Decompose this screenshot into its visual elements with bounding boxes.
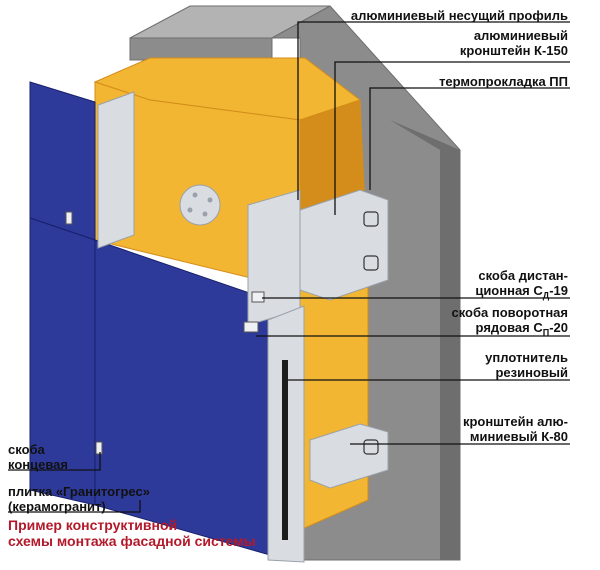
label-tile: плитка «Гранитогрес» (керамогранит) xyxy=(8,484,150,514)
label-bracket-k150: алюминиевый кронштейн К-150 xyxy=(460,28,568,58)
label-bracket-k150-line2: кронштейн К-150 xyxy=(459,43,568,58)
caption-line1: Пример конструктивной xyxy=(8,517,178,533)
label-thermo-pad-text: термопрокладка ПП xyxy=(439,74,568,89)
label-bracket-k80-line1: кронштейн алю- xyxy=(462,414,568,429)
bracket-k150-bolt-bottom xyxy=(363,255,379,271)
leader-bearing-profile xyxy=(297,21,570,200)
label-bracket-k80-line2: миниевый К-80 xyxy=(469,429,568,444)
leader-bracket-k150 xyxy=(334,61,570,215)
insulation-lower-right xyxy=(299,274,369,531)
label-clip-sd19-tail: -19 xyxy=(549,283,568,298)
label-bracket-k80: кронштейн алю- миниевый К-80 xyxy=(463,414,568,444)
label-end-clip: скоба концевая xyxy=(8,442,68,472)
label-clip-sp20-line2: рядовая С xyxy=(475,320,543,335)
label-rubber-seal: уплотнитель резиновый xyxy=(485,350,568,380)
label-bearing-profile-text: алюминиевый несущий профиль xyxy=(350,8,568,23)
clip-end-1 xyxy=(95,441,103,455)
leader-lines xyxy=(8,21,570,513)
label-end-clip-line2: концевая xyxy=(8,457,68,472)
bracket-k80-bolt xyxy=(363,439,379,455)
leader-end-clip xyxy=(8,452,101,471)
label-clip-sp20-line1: скоба поворотная xyxy=(451,305,568,320)
label-clip-sp20-tail: -20 xyxy=(549,320,568,335)
dowel-disc xyxy=(179,184,221,226)
diagram-caption: Пример конструктивной схемы монтажа фаса… xyxy=(8,517,256,549)
caption-line2: схемы монтажа фасадной системы xyxy=(8,533,256,549)
clip-rotary-sp20 xyxy=(243,321,259,333)
label-clip-sd19-line2: ционная С xyxy=(475,283,543,298)
dowel-hole-4 xyxy=(187,207,193,213)
label-bracket-k150-line1: алюминиевый xyxy=(473,28,568,43)
label-clip-sp20: скоба поворотная рядовая СП-20 xyxy=(451,305,568,341)
dowel-hole-3 xyxy=(202,211,208,217)
wall-front-face xyxy=(129,37,273,61)
rubber-seal-strip xyxy=(282,360,288,540)
dowel-hole-2 xyxy=(207,197,213,203)
clip-end-2 xyxy=(65,211,73,225)
profile-center xyxy=(247,189,301,326)
label-clip-sd19: скоба дистан- ционная СД-19 xyxy=(475,268,568,304)
label-end-clip-line1: скоба xyxy=(8,442,45,457)
dowel-hole-1 xyxy=(192,192,198,198)
label-thermo-pad: термопрокладка ПП xyxy=(439,74,568,89)
label-clip-sd19-sub: Д xyxy=(542,290,550,301)
label-rubber-seal-line1: уплотнитель xyxy=(485,350,568,365)
label-tile-line1: плитка «Гранитогрес» xyxy=(8,484,150,499)
clip-distance-sd19 xyxy=(251,291,265,303)
label-clip-sd19-line1: скоба дистан- xyxy=(478,268,568,283)
profile-left xyxy=(97,91,135,249)
bracket-k150 xyxy=(299,189,389,301)
leader-thermo-pad xyxy=(369,87,570,190)
label-rubber-seal-line2: резиновый xyxy=(495,365,568,380)
label-tile-line2: (керамогранит) xyxy=(8,499,106,514)
wall-right-face xyxy=(390,120,460,560)
label-bearing-profile: алюминиевый несущий профиль xyxy=(351,8,568,23)
label-clip-sp20-sub: П xyxy=(542,327,550,338)
leader-tile xyxy=(8,500,141,513)
tile-upper-left xyxy=(29,81,96,241)
bracket-k150-bolt-top xyxy=(363,211,379,227)
